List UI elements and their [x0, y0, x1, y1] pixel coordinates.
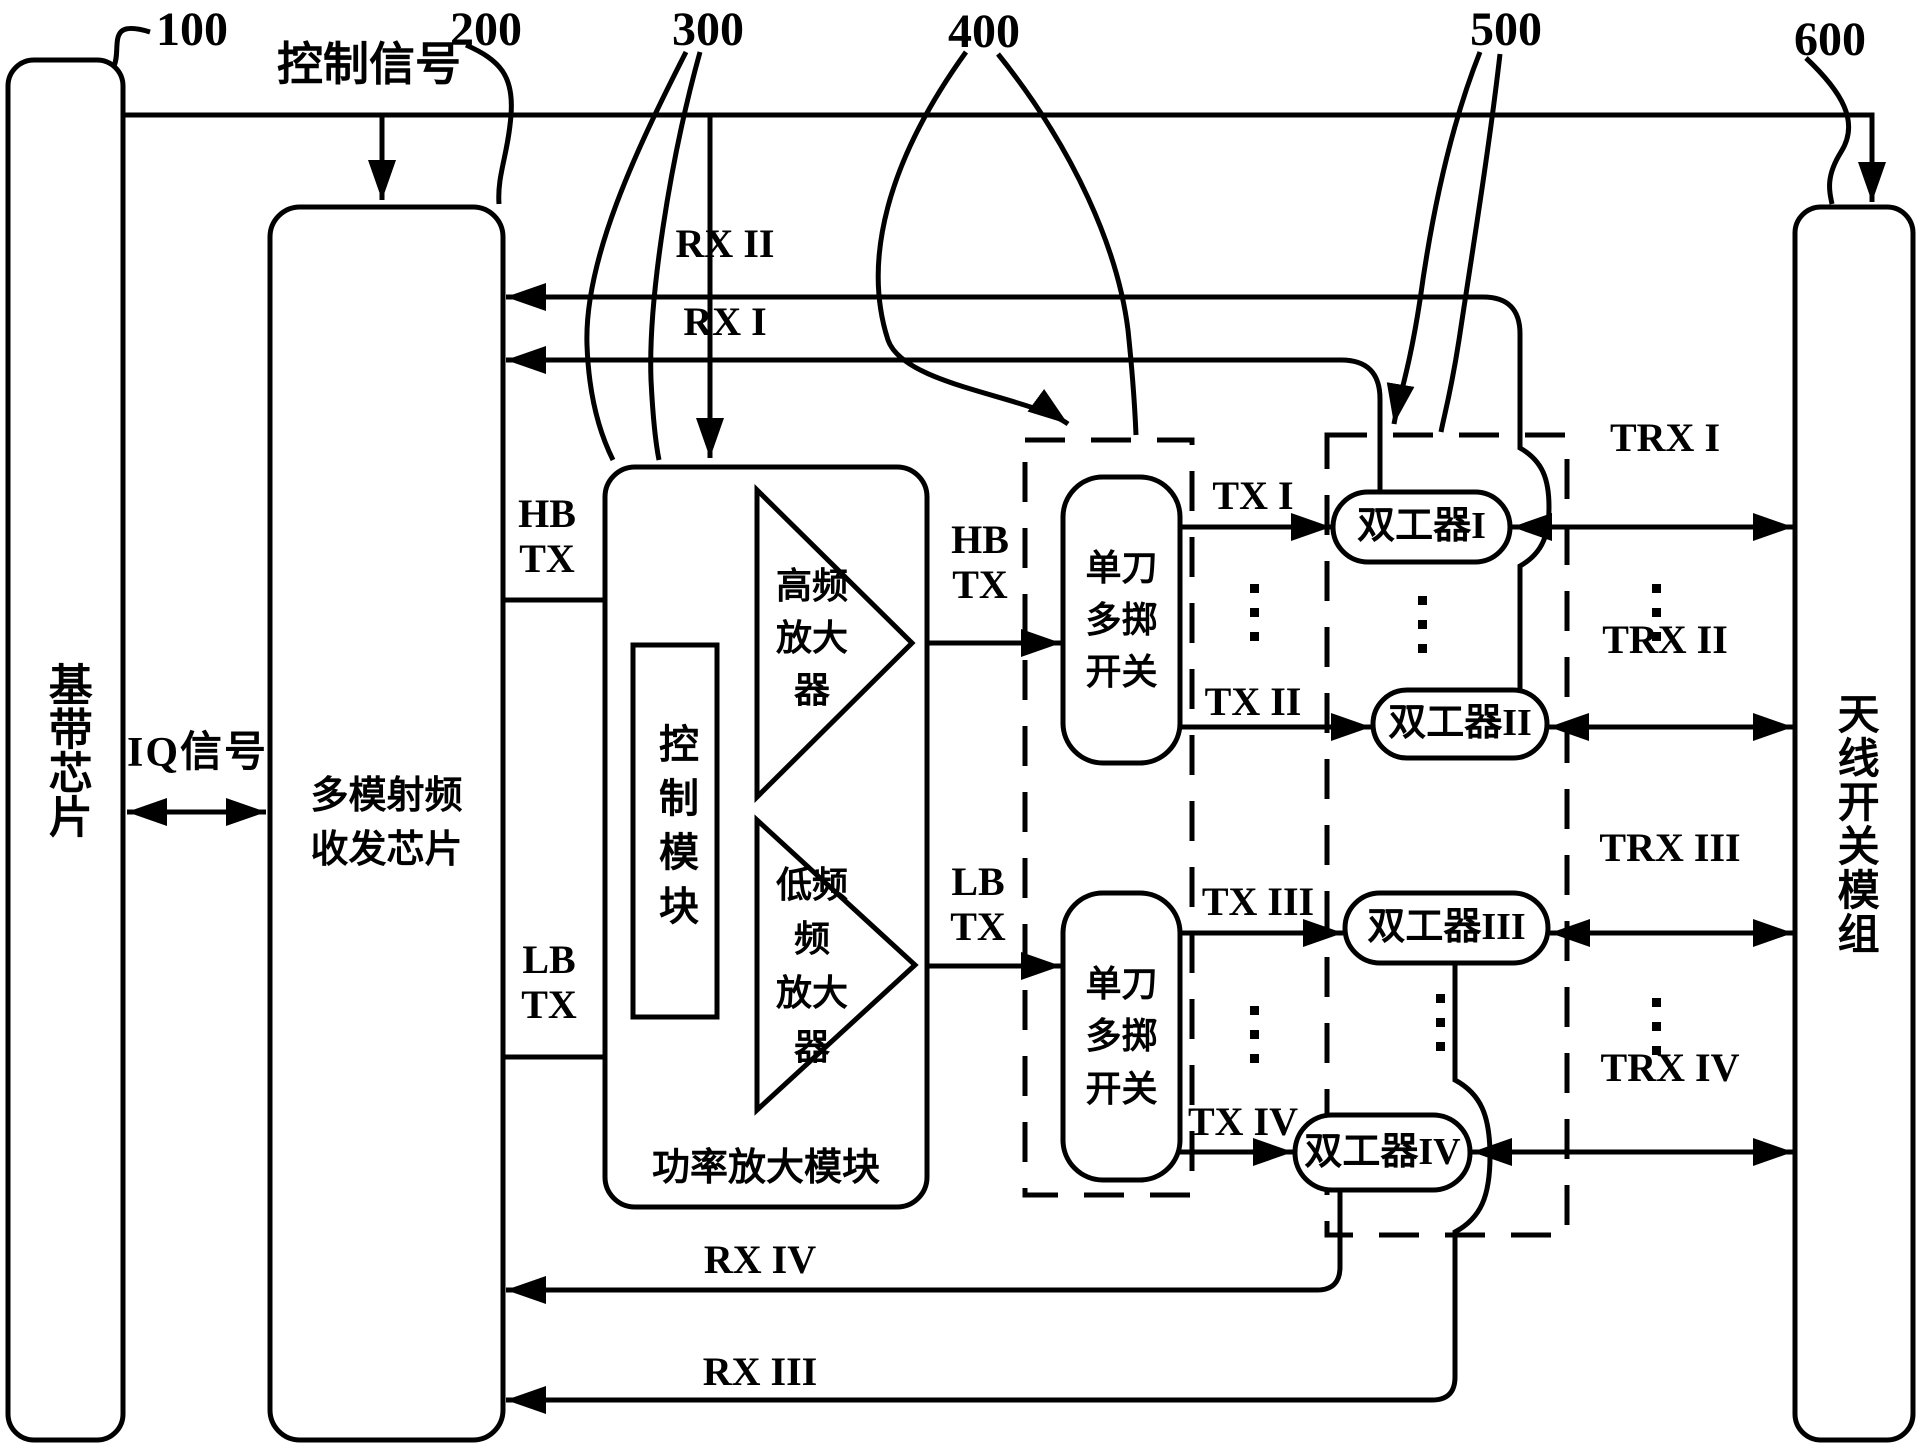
duplexer1-label: 双工器I [1357, 505, 1486, 548]
control-module-label: 控制模块 [653, 723, 698, 939]
control-signal-label: 控制信号 [277, 39, 461, 90]
hf-amplifier-label: 高频 放大 器 [745, 560, 879, 717]
ref-200: 200 [450, 3, 522, 56]
tx3-label: TX III [1201, 879, 1315, 924]
spmt-switch-top-box [1060, 474, 1183, 766]
vertical-ellipsis-icon [1436, 994, 1445, 1051]
duplexer3-label: 双工器III [1367, 906, 1526, 949]
rx3-line [506, 965, 1493, 1414]
rx4-line [506, 1192, 1343, 1304]
hf-amp-line1: 高频 [775, 566, 848, 606]
leader-400-b [996, 52, 1139, 436]
rf-transceiver-label: 多模射频 收发芯片 [270, 207, 503, 1440]
leader-500-b [1438, 53, 1503, 433]
hb-tx-left-label: HB TX [505, 491, 589, 582]
lf-amplifier-label: 低频 频 放大 器 [745, 858, 879, 1074]
baseband-chip-label: 基带芯片 [41, 662, 91, 838]
duplexer2-label: 双工器II [1388, 702, 1532, 745]
leader-300-a [584, 50, 689, 462]
spmt-switch-bottom-label: 单刀 多掷 开关 [1063, 893, 1180, 1180]
lb-tx-left-label: LB TX [507, 937, 591, 1028]
switch-line3: 开关 [1085, 1068, 1158, 1109]
duplexer2-pill [1370, 687, 1550, 761]
ref-400: 400 [948, 5, 1020, 58]
trx1-label: TRX I [1609, 415, 1721, 460]
duplexer1-pill [1330, 489, 1513, 565]
iq-signal-label: IQ信号 [126, 730, 268, 776]
rx3-label: RX III [702, 1349, 818, 1394]
tx-text: TX [519, 535, 575, 581]
leader-500-a [1386, 51, 1483, 425]
switch-line1: 单刀 [1085, 964, 1158, 1005]
lb-text: LB [951, 859, 1005, 904]
lb-tx-right-label: LB TX [936, 859, 1020, 950]
antenna-switch-module-box [1792, 204, 1916, 1443]
leader-600 [1804, 56, 1852, 205]
rx1-label: RX I [683, 299, 767, 344]
leader-400-a [875, 50, 1070, 427]
tx-text: TX [952, 561, 1008, 607]
duplexer4-label: 双工器IV [1304, 1130, 1461, 1173]
rf-transceiver-box [267, 204, 506, 1443]
lb-text: LB [522, 937, 576, 982]
baseband-chip-box [5, 57, 126, 1443]
leader-300-b [648, 51, 703, 461]
tx-text: TX [521, 981, 577, 1027]
switch-line3: 开关 [1085, 652, 1158, 693]
tx2-label: TX II [1204, 679, 1302, 724]
power-amp-module-label: 功率放大模块 [651, 1147, 880, 1189]
leader-200 [464, 42, 514, 205]
ref-600: 600 [1794, 13, 1866, 66]
tx1-label: TX I [1212, 473, 1294, 518]
trx4-label: TRX IV [1600, 1045, 1740, 1090]
lf-amp-line2: 频 [793, 919, 830, 959]
rx2-line [506, 283, 1552, 690]
rf-transceiver-line1: 多模射频 [310, 775, 463, 818]
rf-transceiver-line2: 收发芯片 [310, 828, 463, 871]
hf-amp-line2: 放大 [775, 618, 848, 659]
duplexer3-pill [1342, 890, 1551, 966]
switch-module-dashed-box [1022, 437, 1195, 1198]
lf-amp-line1: 低频 [775, 865, 848, 905]
hb-text: HB [951, 517, 1009, 562]
trx2-label: TRX II [1602, 617, 1728, 662]
lf-amp-line3: 放大 [775, 973, 848, 1013]
switch-line1: 单刀 [1085, 547, 1158, 588]
control-module-box [630, 642, 720, 1020]
tx-text: TX [950, 903, 1006, 949]
hb-text: HB [518, 491, 576, 536]
ref-500: 500 [1470, 3, 1542, 56]
spmt-switch-top-label: 单刀 多掷 开关 [1063, 477, 1180, 763]
trx3-label: TRX III [1599, 825, 1741, 870]
rx4-label: RX IV [703, 1237, 817, 1282]
lf-amplifier-triangle [754, 814, 919, 1116]
control-signal-bus [123, 112, 1886, 202]
tx4-label: TX IV [1187, 1099, 1299, 1144]
vertical-ellipsis-icon [1250, 584, 1259, 641]
switch-line2: 多掷 [1085, 599, 1158, 640]
vertical-ellipsis-icon [1652, 998, 1661, 1055]
rx2-label: RX II [675, 221, 775, 266]
lf-amp-line4: 器 [793, 1027, 830, 1067]
spmt-switch-bottom-box [1060, 890, 1183, 1183]
rx1-line [506, 346, 1383, 490]
hb-tx-right-label: HB TX [938, 517, 1022, 608]
switch-line2: 多掷 [1085, 1016, 1158, 1057]
hf-amp-line3: 器 [793, 670, 830, 711]
duplexer-module-dashed-box [1324, 432, 1570, 1238]
ref-100: 100 [156, 3, 228, 56]
vertical-ellipsis-icon [1250, 1006, 1259, 1063]
duplexer4-pill [1292, 1112, 1473, 1193]
vertical-ellipsis-icon [1652, 584, 1661, 641]
antenna-switch-module-label: 天线开关模组 [1831, 691, 1878, 956]
hf-amplifier-triangle [754, 484, 916, 804]
vertical-ellipsis-icon [1418, 596, 1427, 653]
ref-300: 300 [672, 3, 744, 56]
